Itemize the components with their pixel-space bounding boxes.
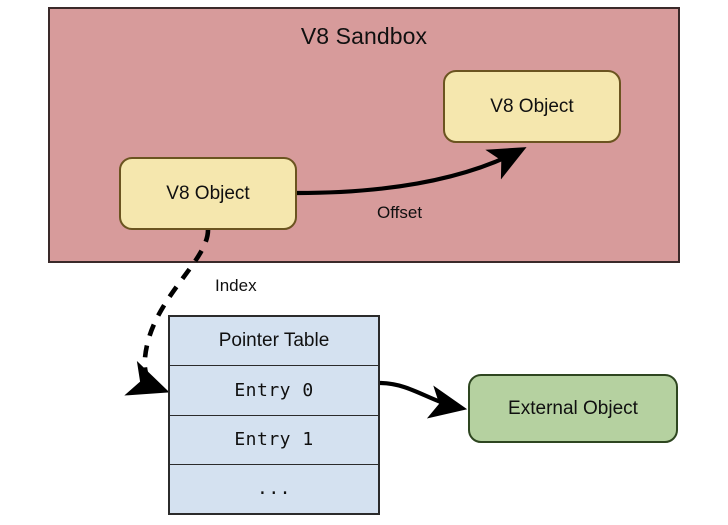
v8-sandbox-title: V8 Sandbox (300, 23, 428, 49)
node-v8-object-left-label: V8 Object (166, 182, 250, 204)
edge-label-index: Index (215, 276, 257, 295)
node-v8-object-left[interactable]: V8 Object (119, 157, 297, 230)
pointer-table-row-entry-0-label: Entry 0 (234, 379, 314, 401)
pointer-table-row-ellipsis-label: ... (256, 478, 291, 500)
pointer-table[interactable]: Pointer Table Entry 0 Entry 1 ... (168, 315, 380, 515)
pointer-table-header-label: Pointer Table (218, 330, 330, 352)
pointer-table-row-entry-1[interactable]: Entry 1 (170, 416, 378, 465)
node-v8-object-right-label: V8 Object (490, 95, 574, 117)
edge-label-offset: Offset (377, 203, 423, 222)
node-v8-object-right[interactable]: V8 Object (443, 70, 621, 143)
pointer-table-row-entry-0[interactable]: Entry 0 (170, 366, 378, 416)
pointer-table-row-ellipsis[interactable]: ... (170, 465, 378, 513)
node-external-object[interactable]: External Object (468, 374, 678, 443)
pointer-table-header: Pointer Table (170, 317, 378, 367)
pointer-table-row-entry-1-label: Entry 1 (234, 429, 314, 451)
edge-entry-to-external-path (379, 380, 468, 419)
node-external-object-label: External Object (508, 397, 638, 419)
